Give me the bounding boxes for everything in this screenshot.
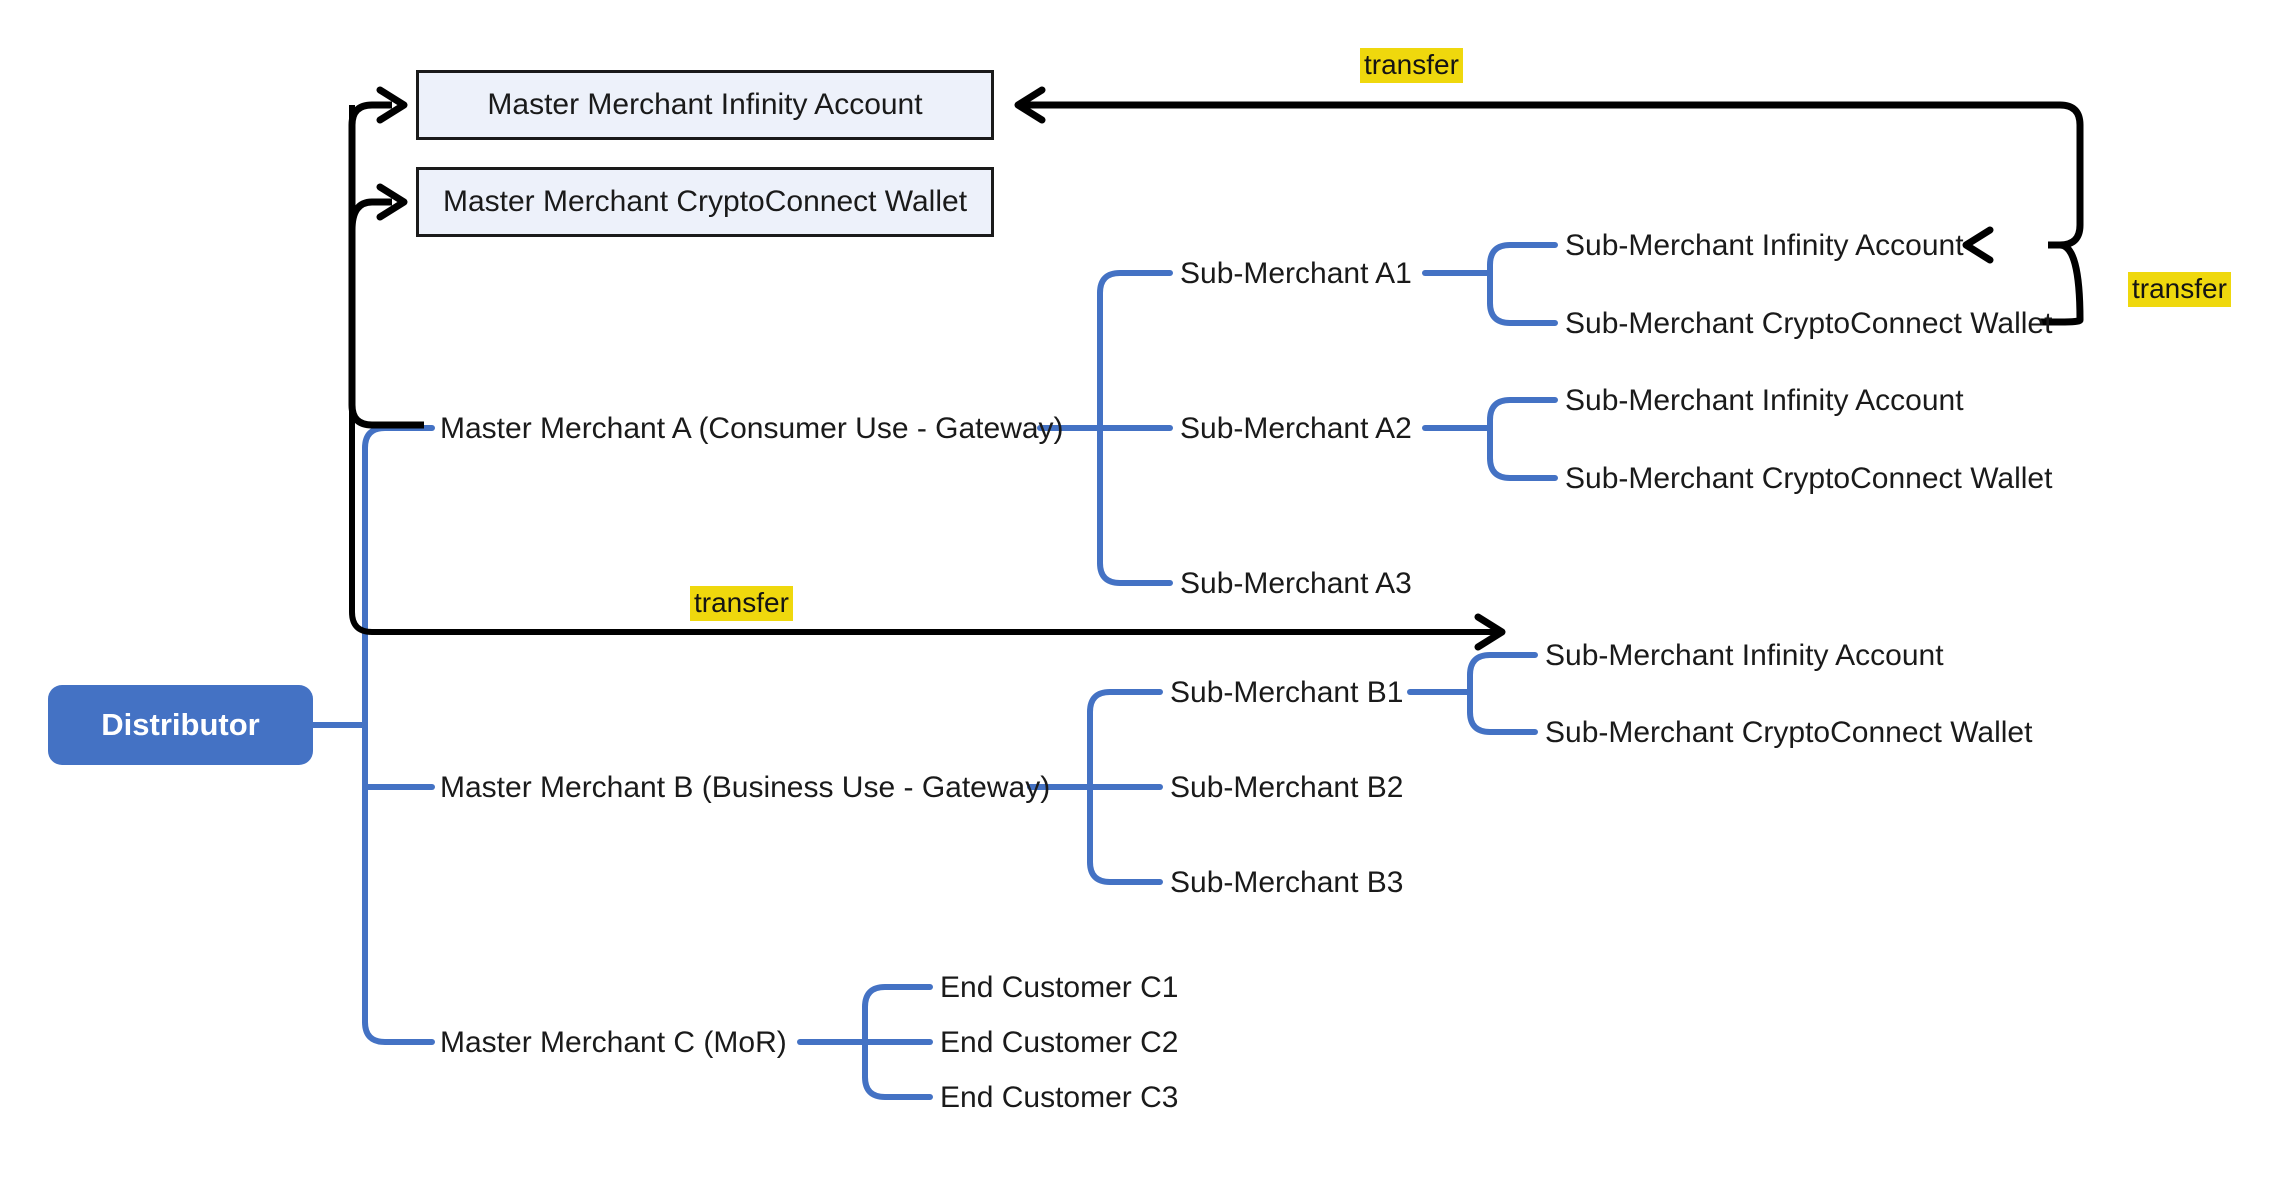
- arrowhead-transfer-right: [1962, 226, 1994, 264]
- edge-b-to-b3: [1087, 859, 1163, 885]
- node-sub-merchant-a2[interactable]: Sub-Merchant A2: [1180, 414, 1412, 444]
- end-customer-c2-label: End Customer C2: [940, 1026, 1179, 1059]
- wire-master-a-to-boxes-trunk: [348, 101, 424, 429]
- edge-a-to-a1: [1097, 270, 1173, 296]
- wire-transfer-right: [2050, 241, 2084, 321]
- a2-infinity-account-label: Sub-Merchant Infinity Account: [1565, 384, 1964, 417]
- distributor-node[interactable]: Distributor: [48, 685, 313, 765]
- node-master-merchant-a[interactable]: Master Merchant A (Consumer Use - Gatewa…: [440, 414, 1064, 444]
- edge-b1-to-infinity: [1467, 652, 1538, 678]
- master-merchant-infinity-account-box[interactable]: Master Merchant Infinity Account: [416, 70, 994, 140]
- edge-trunk-to-master-c: [362, 1019, 435, 1045]
- master-merchant-cryptoconnect-wallet-box[interactable]: Master Merchant CryptoConnect Wallet: [416, 167, 994, 237]
- edge-a2-to-infinity: [1487, 397, 1558, 423]
- arrowhead-transfer-middle: [1474, 613, 1506, 651]
- node-sub-merchant-a1[interactable]: Sub-Merchant A1: [1180, 259, 1412, 289]
- a1-cryptoconnect-wallet-label: Sub-Merchant CryptoConnect Wallet: [1565, 307, 2053, 340]
- transfer-label-middle-text: transfer: [694, 587, 789, 618]
- node-end-customer-c1[interactable]: End Customer C1: [940, 973, 1178, 1003]
- b1-infinity-account-label: Sub-Merchant Infinity Account: [1545, 639, 1944, 672]
- b1-cryptoconnect-wallet-label: Sub-Merchant CryptoConnect Wallet: [1545, 716, 2033, 749]
- node-master-merchant-b[interactable]: Master Merchant B (Business Use - Gatewa…: [440, 773, 1050, 803]
- sub-merchant-b1-label: Sub-Merchant B1: [1170, 676, 1404, 709]
- transfer-label-middle: transfer: [690, 586, 793, 621]
- master-merchant-a-label: Master Merchant A (Consumer Use - Gatewa…: [440, 412, 1064, 445]
- a2-cryptoconnect-wallet-label: Sub-Merchant CryptoConnect Wallet: [1565, 462, 2053, 495]
- node-sub-merchant-b1[interactable]: Sub-Merchant B1: [1170, 678, 1403, 708]
- edge-c-to-c3: [862, 1074, 933, 1100]
- wire-transfer-right-tail: [2040, 317, 2084, 326]
- arrowhead-into-infinity-box: [376, 86, 408, 124]
- edge-b1-to-wallet: [1467, 709, 1538, 735]
- end-customer-c3-label: End Customer C3: [940, 1081, 1179, 1114]
- wire-transfer-middle-trunk: [349, 105, 1500, 635]
- node-a2-infinity-account[interactable]: Sub-Merchant Infinity Account: [1565, 386, 1964, 416]
- node-end-customer-c3[interactable]: End Customer C3: [940, 1083, 1178, 1113]
- node-a1-infinity-account[interactable]: Sub-Merchant Infinity Account: [1565, 231, 1964, 261]
- node-sub-merchant-b3[interactable]: Sub-Merchant B3: [1170, 868, 1403, 898]
- distributor-label: Distributor: [101, 707, 260, 742]
- sub-merchant-a2-label: Sub-Merchant A2: [1180, 412, 1412, 445]
- edge-a1-to-infinity: [1487, 242, 1558, 268]
- sub-merchant-b3-label: Sub-Merchant B3: [1170, 866, 1404, 899]
- edge-a1-to-wallet: [1487, 300, 1558, 326]
- sub-merchant-a1-label: Sub-Merchant A1: [1180, 257, 1412, 290]
- node-sub-merchant-a3[interactable]: Sub-Merchant A3: [1180, 569, 1412, 599]
- wire-transfer-top: [1020, 101, 2084, 249]
- sub-merchant-a3-label: Sub-Merchant A3: [1180, 567, 1412, 600]
- node-master-merchant-c[interactable]: Master Merchant C (MoR): [440, 1028, 787, 1058]
- node-b1-infinity-account[interactable]: Sub-Merchant Infinity Account: [1545, 641, 1944, 671]
- transfer-label-right-text: transfer: [2132, 273, 2227, 304]
- node-a2-cryptoconnect-wallet[interactable]: Sub-Merchant CryptoConnect Wallet: [1565, 464, 2052, 494]
- edge-a2-to-wallet: [1487, 455, 1558, 481]
- edge-c-to-c1: [862, 984, 933, 1010]
- transfer-label-top: transfer: [1360, 48, 1463, 83]
- node-end-customer-c2[interactable]: End Customer C2: [940, 1028, 1178, 1058]
- edge-trunk-to-master-a: [362, 425, 435, 451]
- a1-infinity-account-label: Sub-Merchant Infinity Account: [1565, 229, 1964, 262]
- end-customer-c1-label: End Customer C1: [940, 971, 1179, 1004]
- master-merchant-cryptoconnect-wallet-label: Master Merchant CryptoConnect Wallet: [442, 185, 968, 218]
- transfer-label-right: transfer: [2128, 272, 2231, 307]
- arrowhead-into-wallet-box: [376, 183, 408, 221]
- edge-a-to-a3: [1097, 560, 1173, 586]
- node-a1-cryptoconnect-wallet[interactable]: Sub-Merchant CryptoConnect Wallet: [1565, 309, 2052, 339]
- master-merchant-b-label: Master Merchant B (Business Use - Gatewa…: [440, 771, 1051, 804]
- sub-merchant-b2-label: Sub-Merchant B2: [1170, 771, 1404, 804]
- edge-b-to-b1: [1087, 689, 1163, 715]
- arrowhead-transfer-top: [1014, 86, 1046, 124]
- master-merchant-c-label: Master Merchant C (MoR): [440, 1026, 787, 1059]
- node-b1-cryptoconnect-wallet[interactable]: Sub-Merchant CryptoConnect Wallet: [1545, 718, 2032, 748]
- master-merchant-infinity-account-label: Master Merchant Infinity Account: [487, 88, 923, 121]
- transfer-label-top-text: transfer: [1364, 49, 1459, 80]
- node-sub-merchant-b2[interactable]: Sub-Merchant B2: [1170, 773, 1403, 803]
